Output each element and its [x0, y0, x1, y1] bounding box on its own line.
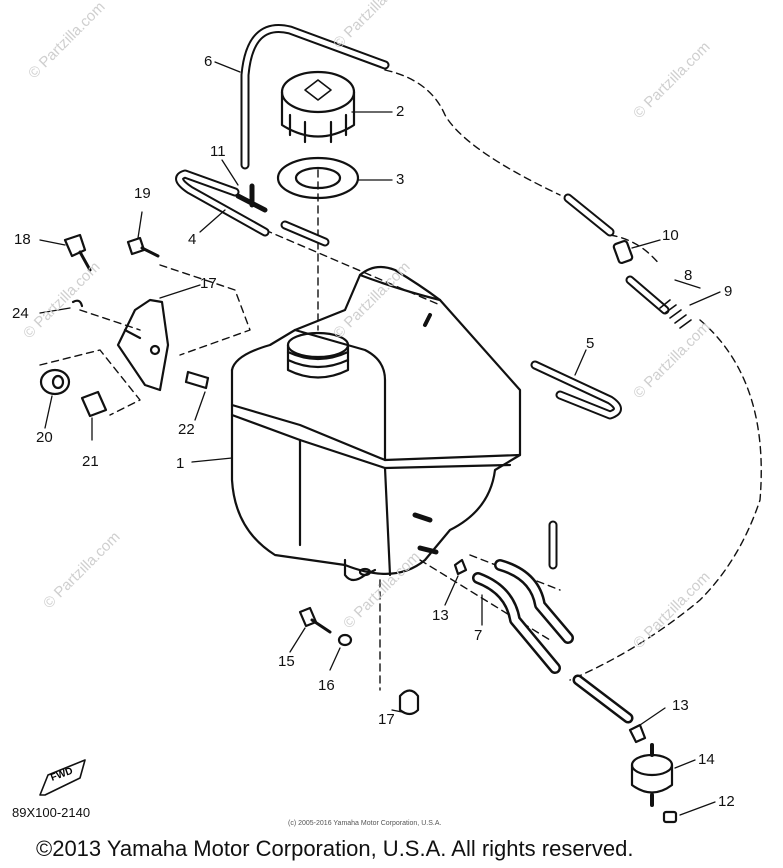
hose-8 [625, 275, 670, 315]
part-label-13-upper: 13 [432, 607, 449, 624]
part-label-3: 3 [396, 171, 405, 188]
part-label-24: 24 [12, 305, 29, 322]
part-label-23: 22 [178, 421, 195, 438]
grommet-21 [39, 368, 71, 396]
part-label-9: 9 [724, 283, 733, 300]
gasket-3 [276, 156, 360, 200]
part-label-14: 14 [698, 751, 715, 768]
clamp-13-upper [453, 558, 468, 576]
spring-9 [659, 299, 692, 329]
hose-7 [472, 559, 574, 674]
bolt-20 [126, 236, 160, 258]
leader-lines [39, 61, 721, 816]
t-joint-11 [235, 183, 268, 213]
part-label-16: 16 [318, 677, 335, 694]
part-label-17: 17 [378, 711, 395, 728]
part-label-22: 21 [82, 453, 99, 470]
reservoir-tank-1 [230, 265, 522, 582]
collar-22 [80, 390, 108, 418]
bracket-18 [116, 298, 170, 392]
nut-17 [398, 689, 420, 716]
washer-16 [337, 633, 353, 647]
part-label-5: 5 [586, 335, 595, 352]
fitting-12 [662, 810, 678, 824]
part-label-15: 15 [278, 653, 295, 670]
hose-segment-right [563, 193, 615, 237]
part-label-11: 11 [210, 143, 226, 160]
part-label-1: 1 [176, 455, 185, 472]
inner-copyright: (c) 2005-2016 Yamaha Motor Corporation, … [288, 820, 442, 827]
part-label-19: 18 [14, 231, 31, 248]
bolt-19 [63, 233, 92, 272]
part-label-8: 8 [684, 267, 693, 284]
bolt-15 [298, 606, 332, 634]
part-label-18: 17 [200, 275, 217, 292]
filler-cap-2 [280, 70, 356, 144]
drawing-code: 89X100-2140 [12, 805, 91, 820]
part-label-10: 10 [662, 227, 679, 244]
part-label-6: 6 [204, 53, 213, 70]
hose-lower-right [572, 674, 634, 724]
part-label-4: 4 [188, 231, 197, 248]
filler-neck [286, 331, 350, 379]
filter-14 [630, 743, 674, 807]
fwd-label: FWD [49, 766, 74, 784]
fwd-arrow [39, 759, 86, 796]
part-label-20: 19 [134, 185, 151, 202]
footer-copyright: ©2013 Yamaha Motor Corporation, U.S.A. A… [36, 836, 634, 861]
breather-hose-6 [240, 24, 390, 170]
clip-24 [71, 299, 84, 308]
clamp-13-lower [628, 723, 647, 744]
part-label-7: 7 [474, 627, 483, 644]
fitting-10 [612, 239, 634, 265]
part-label-2: 2 [396, 103, 405, 120]
strap-5 [530, 360, 622, 420]
part-label-12: 12 [718, 793, 735, 810]
bolt-23 [184, 370, 210, 390]
hose-4 [175, 169, 270, 237]
part-label-21: 20 [36, 429, 53, 446]
part-label-13-lower: 13 [672, 697, 689, 714]
short-hose [280, 220, 330, 247]
